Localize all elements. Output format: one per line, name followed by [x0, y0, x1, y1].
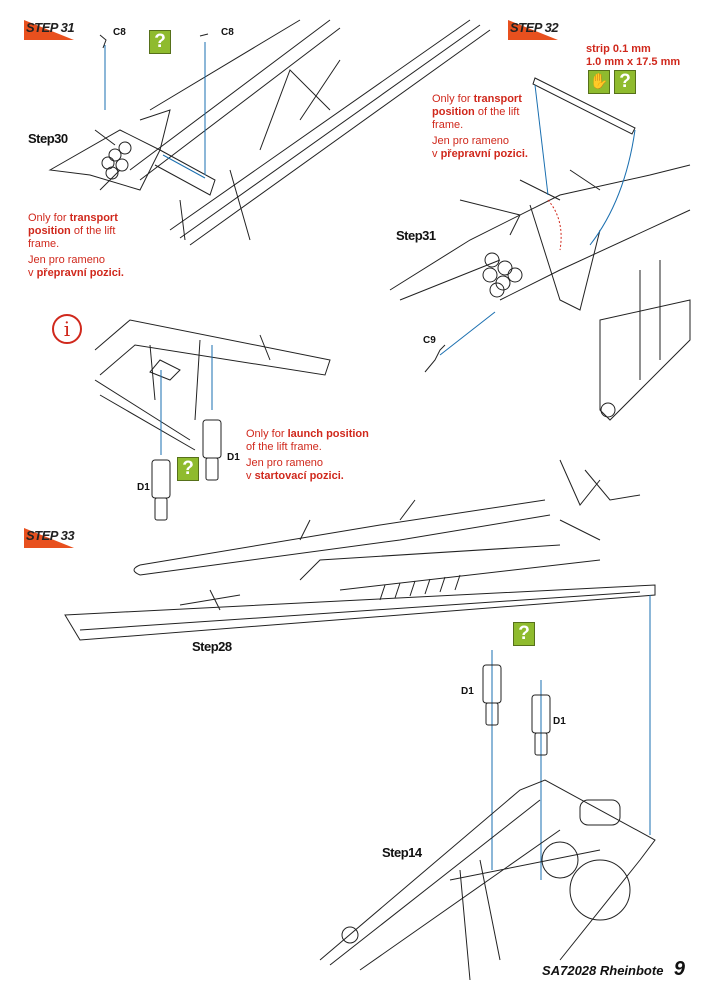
launch-detail-drawing — [94, 319, 331, 521]
question-icon: ? — [177, 457, 199, 481]
ref-step28: Step28 — [192, 639, 232, 654]
part-d1-label: D1 — [227, 452, 240, 463]
step-32-label: STEP 32 — [510, 20, 559, 35]
step-33-label: STEP 33 — [26, 528, 75, 543]
hand-icon: ✋ — [588, 70, 610, 94]
step-32-badge: STEP 32 — [508, 20, 570, 40]
question-icon: ? — [614, 70, 636, 94]
part-c9-label: C9 — [423, 335, 436, 346]
step32-drawing — [389, 77, 691, 421]
ref-step30: Step30 — [28, 131, 68, 146]
part-d1-label: D1 — [553, 716, 566, 727]
kit-title: SA72028 Rheinbote — [542, 963, 664, 978]
question-icon: ? — [513, 622, 535, 646]
part-c8-label: C8 — [221, 27, 234, 38]
ref-step14: Step14 — [382, 845, 422, 860]
part-d1-label: D1 — [461, 686, 474, 697]
part-d1-label: D1 — [137, 482, 150, 493]
step-31-badge: STEP 31 — [24, 20, 86, 40]
step-33-badge: STEP 33 — [24, 528, 86, 548]
question-icon: ? — [149, 30, 171, 54]
step33-drawing — [64, 459, 656, 981]
ref-step31: Step31 — [396, 228, 436, 243]
step-31-label: STEP 31 — [26, 20, 75, 35]
page-footer: SA72028 Rheinbote 9 — [542, 958, 685, 981]
step31-drawing — [48, 19, 491, 246]
info-icon: i — [52, 314, 82, 344]
page-number: 9 — [673, 958, 685, 980]
part-c8-label: C8 — [113, 27, 126, 38]
